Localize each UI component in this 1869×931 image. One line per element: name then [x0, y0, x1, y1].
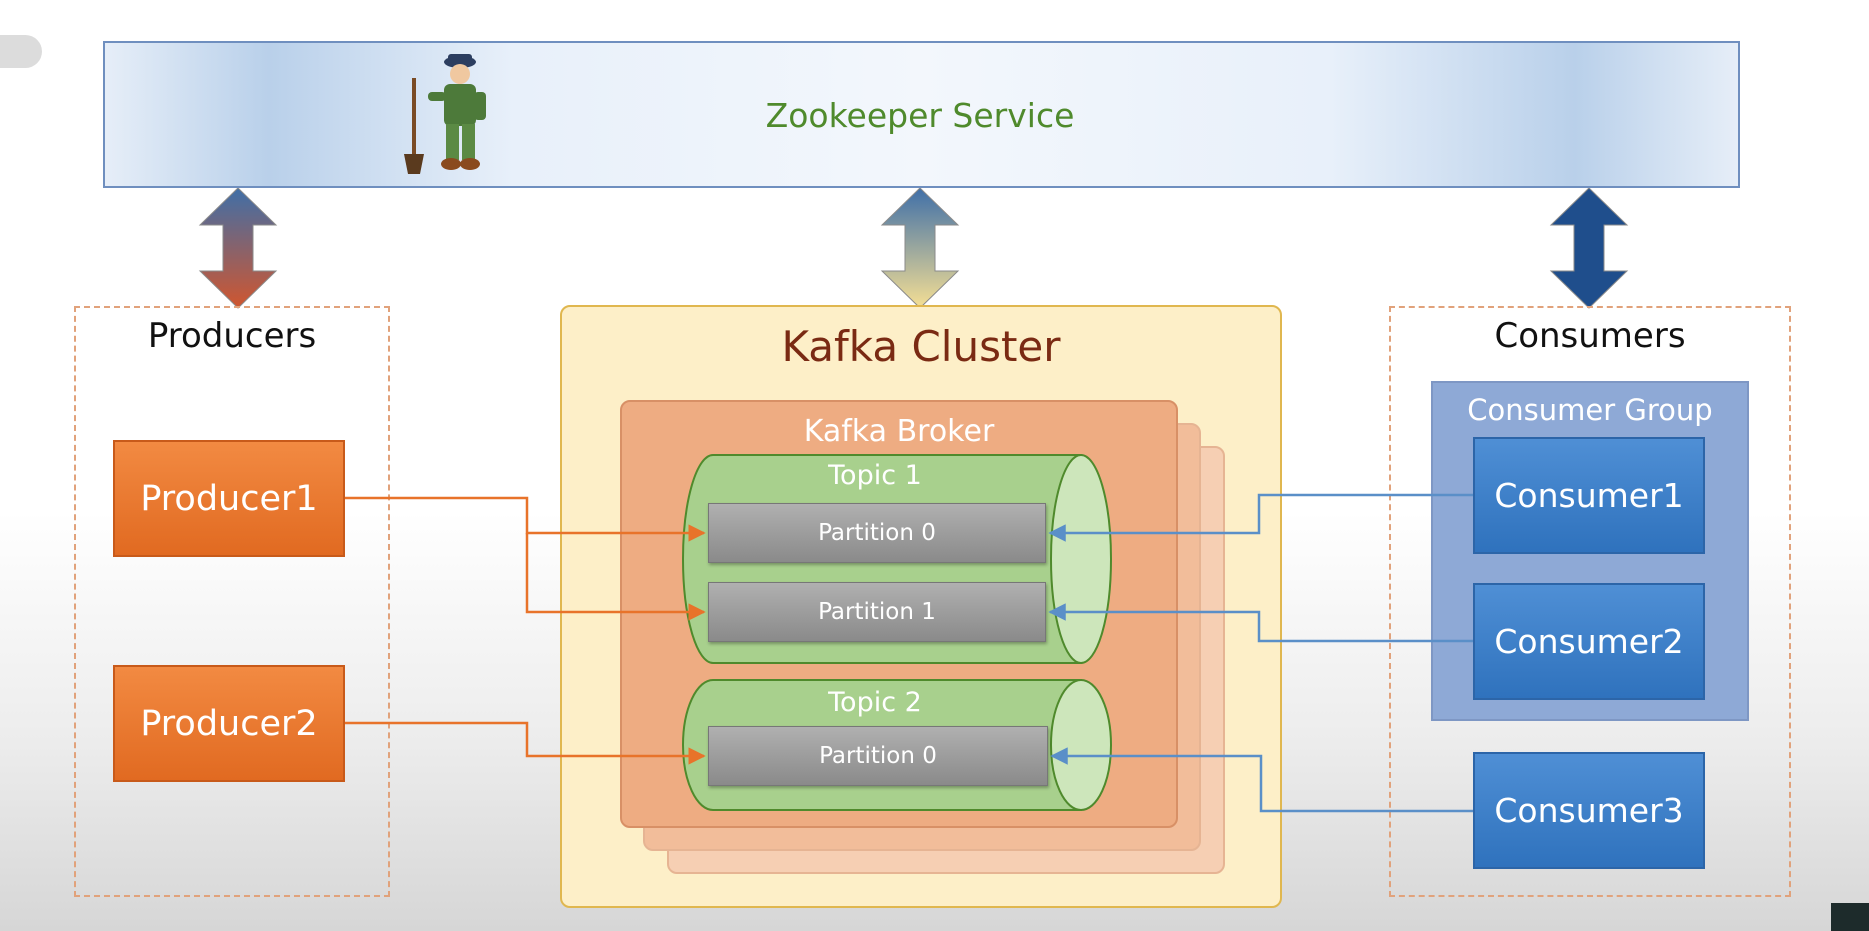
producers-panel [74, 306, 390, 897]
topic1-partition1: Partition 1 [708, 582, 1046, 642]
consumer3-box: Consumer3 [1473, 752, 1705, 869]
kafka-cluster-title: Kafka Cluster [781, 322, 1061, 371]
consumer1-box: Consumer1 [1473, 437, 1705, 554]
topic2-partition0: Partition 0 [708, 726, 1048, 786]
producers-title: Producers [147, 316, 317, 356]
producer2-box: Producer2 [113, 665, 345, 782]
topic2-label: Topic 2 [828, 687, 922, 718]
consumers-panel [1389, 306, 1791, 897]
topic1-partition0: Partition 0 [708, 503, 1046, 563]
left-edge-pill [0, 35, 42, 68]
consumer3-to-topic2-partition0 [1050, 747, 1473, 813]
corner-badge-icon [1831, 903, 1869, 931]
zookeeper-service-title: Zookeeper Service [765, 96, 1075, 135]
producer1-to-topic1-partition1 [525, 533, 706, 621]
consumer1-to-topic1-partition0 [1048, 493, 1473, 542]
consumer2-box: Consumer2 [1473, 583, 1705, 700]
producer2-to-topic2-partition0 [345, 721, 706, 765]
producer1-box: Producer1 [113, 440, 345, 557]
consumer-group-title: Consumer Group [1467, 393, 1713, 427]
zookeeper-mascot-icon [398, 50, 494, 182]
zookeeper-consumers-arrow [1549, 187, 1629, 309]
zookeeper-service-box [103, 41, 1740, 188]
consumer2-to-topic1-partition1 [1048, 603, 1473, 643]
consumers-title: Consumers [1494, 316, 1686, 356]
zookeeper-producers-arrow [198, 187, 278, 309]
kafka-broker-title: Kafka Broker [803, 414, 995, 449]
producer1-to-topic1-partition0 [345, 496, 706, 542]
topic1-label: Topic 1 [828, 460, 922, 491]
